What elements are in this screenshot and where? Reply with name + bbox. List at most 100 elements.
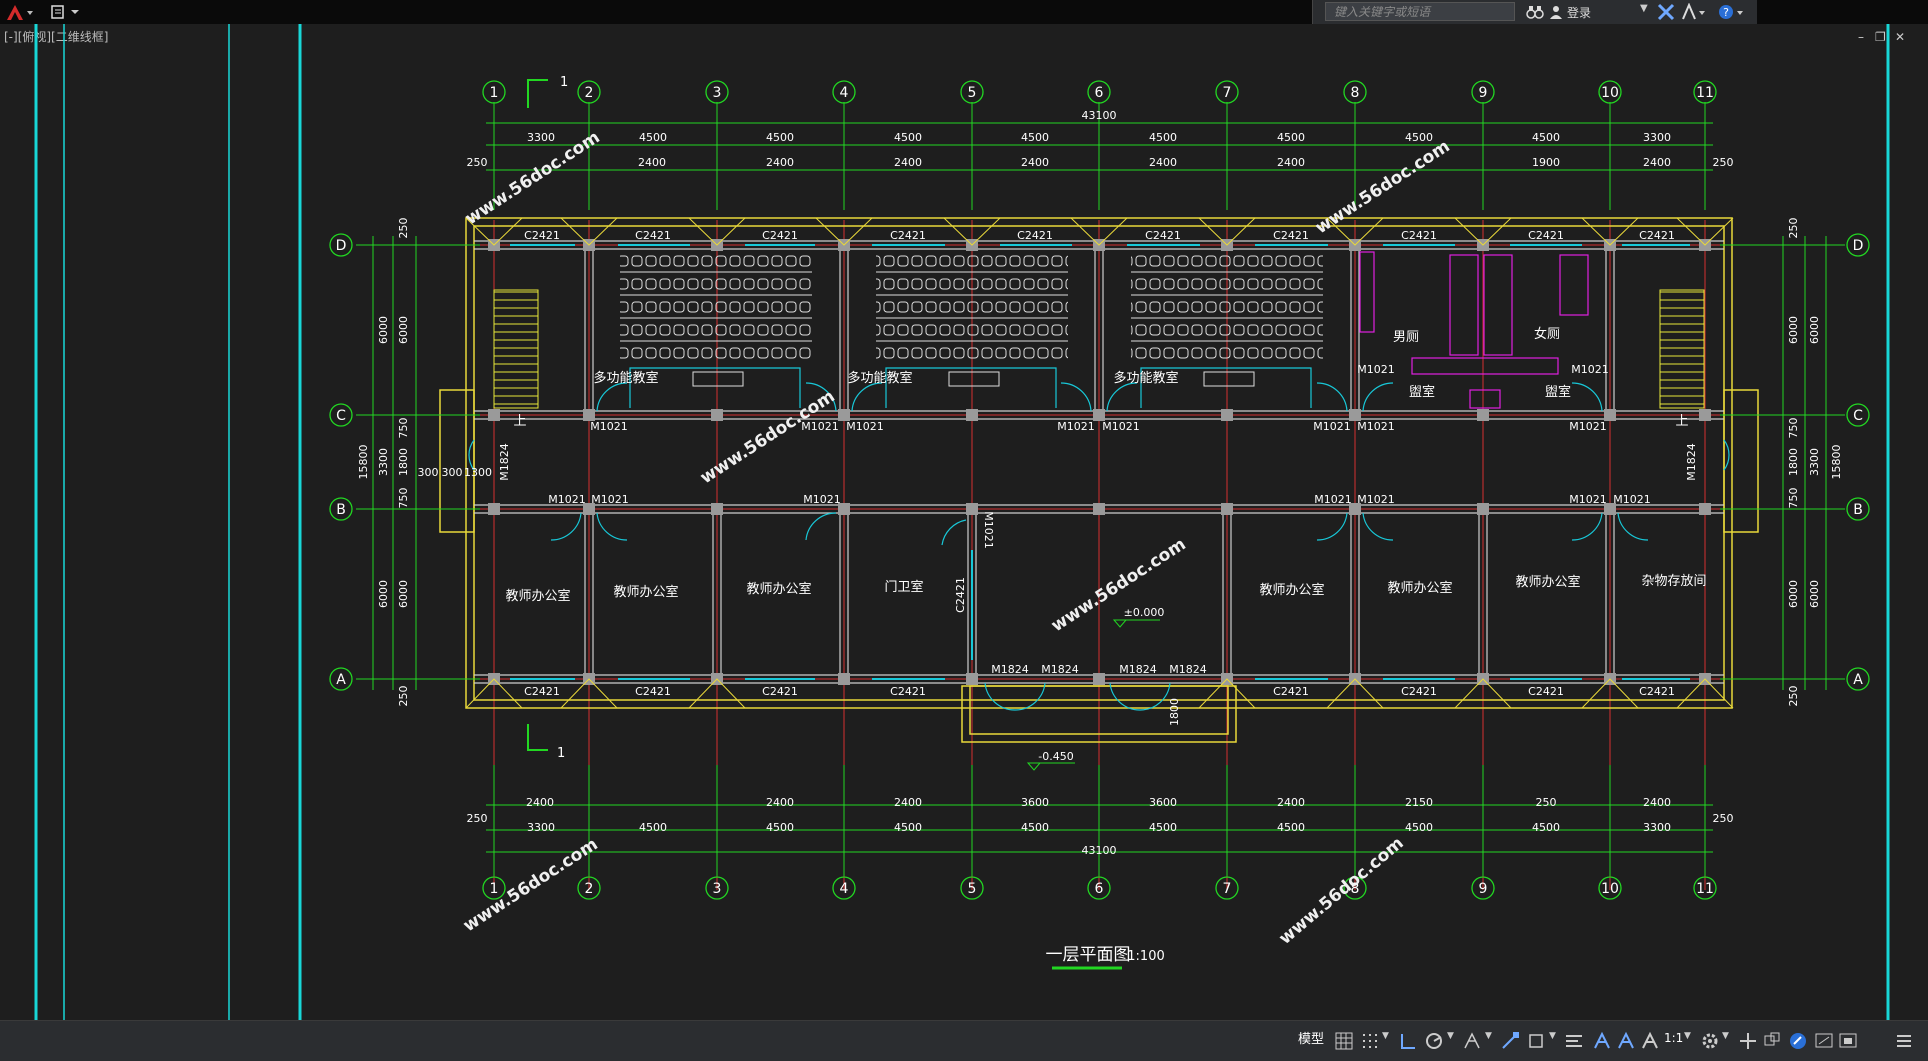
door-label: M1824 bbox=[498, 443, 511, 481]
autodesk-a360-icon[interactable] bbox=[1681, 3, 1707, 21]
dim-text: 4500 bbox=[1405, 131, 1433, 144]
dim-text: 250 bbox=[1787, 218, 1800, 239]
grid-label: 10 bbox=[1601, 85, 1619, 101]
door-label: M1021 bbox=[846, 420, 884, 433]
isodraft-icon[interactable] bbox=[1462, 1031, 1482, 1051]
snap-icon[interactable] bbox=[1360, 1031, 1380, 1051]
dim-text: 4500 bbox=[1532, 821, 1560, 834]
scale-selector[interactable]: 1:1 bbox=[1664, 1031, 1684, 1045]
chevron-down-icon[interactable]: ▼ bbox=[1447, 1031, 1454, 1041]
vertical-dims: 250 6000 750 1800 750 6000 250 6000 3300… bbox=[357, 218, 1843, 727]
room-label: 女厕 bbox=[1534, 326, 1560, 342]
chevron-down-icon[interactable]: ▼ bbox=[1382, 1031, 1389, 1041]
window-label: C2421 bbox=[954, 577, 967, 613]
grid-label: 7 bbox=[1223, 85, 1232, 101]
viewport-controls-label[interactable]: [-][俯视][二维线框] bbox=[4, 30, 109, 44]
watermark-text: www.56doc.com bbox=[1312, 136, 1454, 238]
exchange-apps-icon[interactable] bbox=[1657, 3, 1675, 21]
door-label: M1021 bbox=[590, 420, 628, 433]
model-tab[interactable]: 模型 bbox=[1298, 1032, 1325, 1047]
sign-in-button[interactable]: 登录 bbox=[1549, 3, 1591, 21]
object-snap-tracking-icon[interactable] bbox=[1500, 1031, 1520, 1051]
clean-screen-icon[interactable] bbox=[1814, 1031, 1834, 1051]
isolate-objects-icon[interactable] bbox=[1762, 1031, 1782, 1051]
grid-label: 4 bbox=[840, 881, 849, 897]
section-label: 1 bbox=[557, 746, 565, 761]
dim-text: 2400 bbox=[1277, 796, 1305, 809]
status-bar: 模型 ▼ ▼ ▼ ▼ 1:1 ▼ ▼ bbox=[0, 1020, 1928, 1061]
grid-label: 7 bbox=[1223, 881, 1232, 897]
dim-text: 250 bbox=[1713, 812, 1734, 825]
dim-text: 4500 bbox=[1021, 131, 1049, 144]
room-label: 男厕 bbox=[1393, 330, 1419, 345]
lecterns bbox=[692, 371, 1255, 387]
dim-text: 250 bbox=[397, 686, 410, 707]
menu-icon[interactable] bbox=[1894, 1031, 1914, 1051]
door-label: M1021 bbox=[801, 420, 839, 433]
application-menu-button[interactable] bbox=[0, 0, 40, 24]
window-label: C2421 bbox=[1145, 229, 1181, 242]
room-label: 多功能教室 bbox=[593, 370, 658, 386]
door-label: M1021 bbox=[803, 493, 841, 506]
dim-text: 3300 bbox=[527, 131, 555, 144]
quick-access-toolbar[interactable] bbox=[46, 2, 86, 22]
canopies bbox=[465, 217, 1734, 709]
dim-text: 43100 bbox=[1082, 109, 1117, 122]
lineweight-icon[interactable] bbox=[1564, 1031, 1584, 1051]
dim-text: 6000 bbox=[377, 580, 390, 608]
chevron-down-icon[interactable]: ▼ bbox=[1549, 1031, 1556, 1041]
windows bbox=[510, 244, 1690, 680]
dim-text: 4500 bbox=[1149, 131, 1177, 144]
chevron-down-icon[interactable]: ▼ bbox=[1722, 1031, 1729, 1041]
chevron-down-icon[interactable]: ▼ bbox=[1640, 3, 1648, 14]
room-label: 教师办公室 bbox=[613, 584, 678, 600]
dim-text: 750 bbox=[1787, 418, 1800, 439]
binoculars-icon[interactable] bbox=[1526, 3, 1544, 21]
grid-icon[interactable] bbox=[1334, 1031, 1354, 1051]
fullscreen-icon[interactable] bbox=[1838, 1031, 1858, 1051]
grid-label: 5 bbox=[968, 881, 977, 897]
drawing-canvas[interactable]: 1 2 3 4 5 6 7 8 9 10 11 1 2 3 4 5 6 7 8 … bbox=[0, 24, 1928, 1020]
window-label: C2421 bbox=[762, 229, 798, 242]
room-label: 教师办公室 bbox=[1515, 574, 1580, 590]
grid-label: C bbox=[1853, 408, 1863, 424]
auto-scale-icon[interactable] bbox=[1616, 1031, 1636, 1051]
dim-text: 750 bbox=[397, 488, 410, 509]
partition-walls bbox=[584, 249, 1615, 675]
dim-text: 1800 bbox=[1168, 698, 1181, 726]
dim-text: 4500 bbox=[1021, 821, 1049, 834]
hardware-acceleration-icon[interactable] bbox=[1788, 1031, 1808, 1051]
building-outline bbox=[439, 217, 1759, 743]
window-label: C2421 bbox=[1639, 229, 1675, 242]
chevron-down-icon[interactable]: ▼ bbox=[1684, 1031, 1691, 1041]
stair-up-label: 上 bbox=[1675, 414, 1688, 429]
door-label: M1021 bbox=[591, 493, 629, 506]
object-snap-icon[interactable] bbox=[1526, 1031, 1546, 1051]
close-icon[interactable]: ✕ bbox=[1895, 30, 1906, 44]
polar-icon[interactable] bbox=[1424, 1031, 1444, 1051]
grid-label: C bbox=[336, 408, 346, 424]
grid-label: 2 bbox=[585, 881, 594, 897]
dim-text: 3300 bbox=[527, 821, 555, 834]
dim-text: 2400 bbox=[1277, 156, 1305, 169]
sign-in-label: 登录 bbox=[1567, 5, 1592, 20]
window-label: C2421 bbox=[1273, 685, 1309, 698]
annotation-scale-icon[interactable] bbox=[1640, 1031, 1660, 1051]
minimize-icon[interactable]: – bbox=[1858, 30, 1864, 44]
search-input[interactable]: 键入关键字或短语 bbox=[1325, 2, 1515, 21]
dim-text: 3600 bbox=[1021, 796, 1049, 809]
grid-label: B bbox=[1853, 502, 1863, 518]
plus-icon[interactable] bbox=[1738, 1031, 1758, 1051]
document-icon bbox=[51, 5, 79, 19]
dim-text: 6000 bbox=[1808, 316, 1821, 344]
door-label: M1021 bbox=[1357, 493, 1395, 506]
restore-icon[interactable]: ❐ bbox=[1875, 30, 1886, 44]
dim-text: 4500 bbox=[1277, 821, 1305, 834]
chevron-down-icon[interactable]: ▼ bbox=[1485, 1031, 1492, 1041]
help-icon[interactable]: ? bbox=[1717, 3, 1745, 21]
gear-icon[interactable] bbox=[1700, 1031, 1720, 1051]
dimension-lines bbox=[356, 102, 1845, 876]
ortho-icon[interactable] bbox=[1398, 1031, 1418, 1051]
annotation-visibility-icon[interactable] bbox=[1592, 1031, 1612, 1051]
grid-label: A bbox=[1853, 672, 1863, 688]
